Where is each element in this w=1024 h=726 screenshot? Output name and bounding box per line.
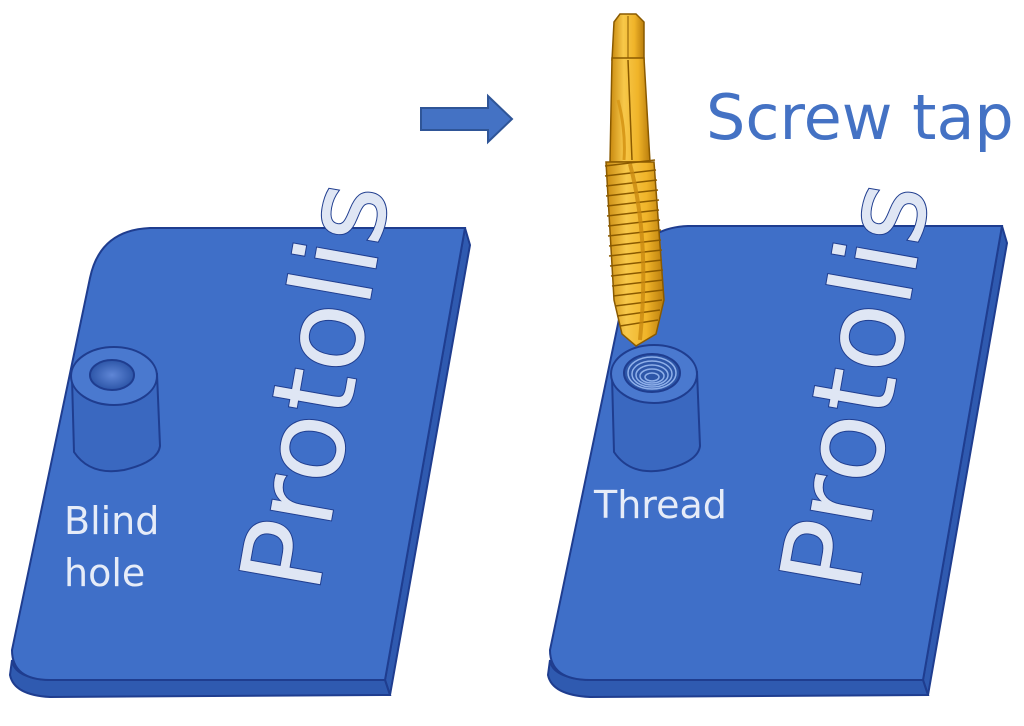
- tap-threads: [604, 159, 664, 327]
- threaded-hole-boss: [610, 344, 702, 473]
- title-screw-tap: Screw tap: [706, 81, 1014, 154]
- blind-hole-label-line1: Blind: [64, 499, 159, 543]
- direction-arrow: [420, 93, 514, 145]
- blind-hole-label-line2: hole: [64, 551, 145, 595]
- blind-hole-boss: [70, 346, 162, 473]
- left-plate-top: [10, 227, 467, 681]
- thread-rings: [627, 356, 677, 390]
- right-plate-side-bottom: [546, 659, 930, 699]
- blind-hole-opening: [89, 359, 135, 391]
- left-plate: [8, 227, 472, 699]
- left-plate-side-bottom: [8, 659, 392, 699]
- right-plate: [546, 225, 1009, 699]
- screw-tap-icon: [604, 13, 665, 347]
- thread-label: Thread: [593, 483, 727, 527]
